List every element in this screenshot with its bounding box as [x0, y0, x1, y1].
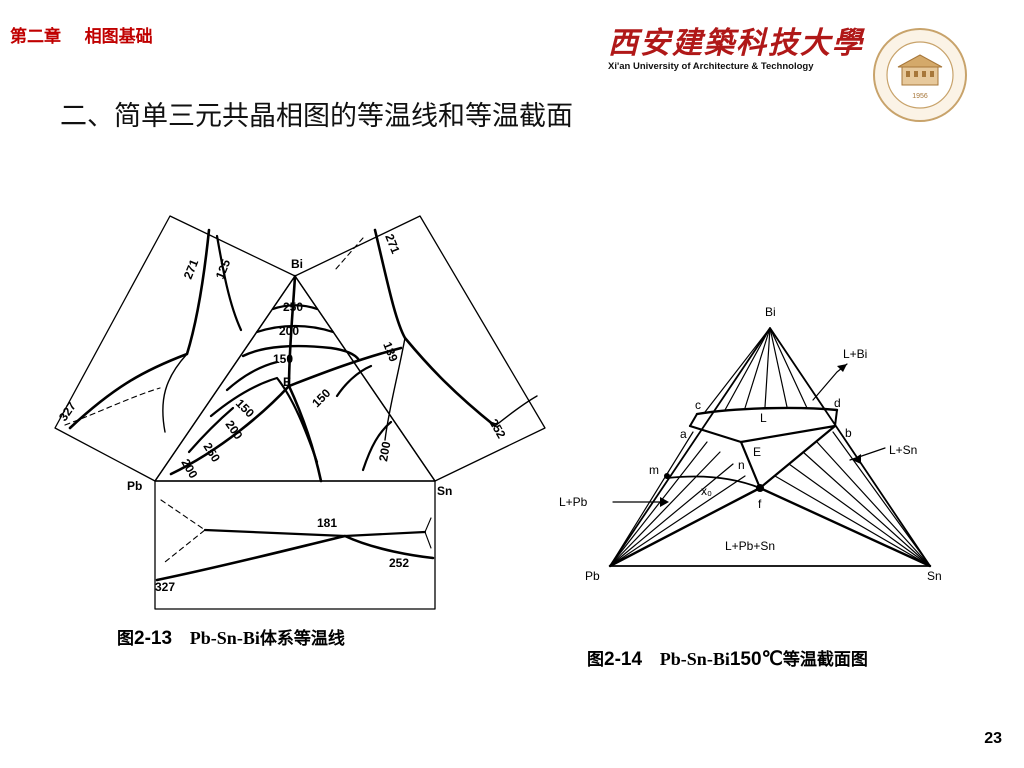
isotherm-150 [241, 344, 361, 362]
region-label-l-pb: L+Pb [559, 495, 588, 509]
region-label-l-pb-sn: L+Pb+Sn [725, 539, 775, 553]
vertex-label-sn-2: Sn [927, 569, 942, 583]
figure-2-14-isothermal-section: Bi Pb Sn L E c d a b m n x₀ f L+Bi L+Sn … [559, 305, 942, 583]
label-200-right: 200 [376, 440, 393, 462]
caption-text: 等温截面图 [782, 650, 868, 670]
bi-sn-end-line [494, 395, 538, 427]
university-name-en: Xi'an University of Architecture & Techn… [608, 61, 814, 72]
pb-sn-end-line [424, 517, 432, 549]
liquid-region-sides [689, 409, 838, 427]
university-seal-icon: 1956 [873, 28, 967, 122]
label-271-left: 271 [181, 257, 202, 281]
point-m [664, 473, 670, 479]
point-label-c: c [695, 398, 701, 412]
vertex-label-bi: Bi [291, 257, 303, 271]
vertex-label-pb: Pb [127, 479, 142, 493]
region-label-l-bi: L+Bi [843, 347, 867, 361]
university-name-cn: 西安建築科技大學 [608, 26, 864, 61]
point-f [756, 484, 764, 492]
label-252-bottom: 252 [389, 556, 409, 570]
pb-bi-solvus [162, 353, 188, 433]
seal-year: 1956 [912, 93, 928, 100]
isotherm-200-right [361, 420, 393, 472]
caption-temperature: 150℃ [729, 649, 783, 670]
liquidus-a-b [688, 424, 837, 444]
caption-number: 2-13 [134, 628, 173, 649]
pb-bi-binary-panel [54, 215, 296, 482]
point-label-b: b [845, 426, 852, 440]
caption-system: Pb-Sn-Bi [189, 628, 260, 648]
pb-sn-liquidus [155, 534, 435, 582]
pb-sn-dashed-line-left [160, 499, 206, 563]
liquid-boundary-to-f [739, 440, 762, 490]
isotherm-250 [271, 304, 319, 311]
label-139: 139 [380, 340, 401, 364]
label-150-right: 150 [309, 386, 333, 410]
point-label-d: d [834, 396, 841, 410]
chapter-label: 第二章 相图基础 [10, 27, 153, 47]
vertex-label-pb-2: Pb [585, 569, 600, 583]
label-200-top: 200 [279, 324, 299, 338]
label-327-bottom: 327 [155, 580, 175, 594]
eutectic-label-e: E [283, 375, 291, 389]
line-m-f [666, 475, 761, 489]
pb-sn-eutectic-line [203, 528, 427, 538]
trough-pb-e [169, 384, 291, 476]
caption-prefix: 图 [587, 650, 604, 670]
bi-sn-binary-panel [294, 215, 546, 482]
label-271-right: 271 [382, 232, 403, 256]
bi-sn-solvus [384, 337, 406, 441]
isotherm-200 [255, 324, 335, 334]
label-125: 125 [213, 257, 234, 281]
caption-system: Pb-Sn-Bi [659, 649, 730, 669]
point-label-a: a [680, 427, 687, 441]
pb-bi-125-line [215, 234, 243, 332]
isotherm-150-right [335, 364, 373, 398]
vertex-label-bi-2: Bi [765, 305, 776, 319]
point-label-x0: x₀ [701, 484, 712, 498]
caption-number: 2-14 [604, 649, 643, 670]
point-label-m: m [649, 463, 659, 477]
label-200-left: 200 [223, 418, 246, 443]
trough-bi-e [287, 274, 297, 388]
figure-2-14-caption: 图2-14 Pb-Sn-Bi150℃等温截面图 [587, 645, 868, 671]
figure-2-13-caption: 图2-13 Pb-Sn-Bi体系等温线 [117, 624, 345, 650]
label-250-left: 250 [200, 440, 223, 465]
university-logo: 西安建築科技大學 Xi'an University of Architectur… [608, 26, 864, 73]
pb-sn-binary-panel [154, 480, 436, 610]
point-label-n: n [738, 458, 745, 472]
region-label-l: L [760, 411, 767, 425]
caption-text: 体系等温线 [259, 629, 345, 649]
arrow-l-pb-icon [660, 497, 669, 507]
region-label-l-sn: L+Sn [889, 443, 917, 457]
trough-sn-e [287, 346, 403, 388]
label-150-top: 150 [273, 352, 293, 366]
liquid-boundary-b-f [758, 424, 837, 490]
bi-sn-dashed-line [334, 237, 364, 271]
label-250-top: 250 [283, 300, 303, 314]
point-label-e: E [753, 445, 761, 459]
arrow-l-sn-icon [852, 454, 861, 464]
caption-prefix: 图 [117, 629, 134, 649]
trough-e-pbsn [287, 384, 323, 483]
pb-bi-dashed-line [64, 387, 161, 426]
arrow-l-bi-icon [837, 364, 847, 372]
page-number: 23 [984, 730, 1002, 747]
point-label-f: f [758, 497, 762, 511]
label-181: 181 [317, 516, 337, 530]
label-150-left: 150 [233, 396, 257, 420]
figure-2-13-isotherm-diagram: Bi Pb Sn E 271 125 271 139 252 250 200 1… [54, 215, 546, 610]
vertex-label-sn: Sn [437, 484, 452, 498]
liquidus-c-d [695, 406, 839, 416]
section-triangle [609, 327, 931, 567]
isotherm-250-left [187, 406, 235, 454]
isotherm-200-left [209, 376, 319, 464]
isotherm-150-left [225, 360, 279, 392]
page-title: 二、简单三元共晶相图的等温线和等温截面 [60, 101, 573, 132]
